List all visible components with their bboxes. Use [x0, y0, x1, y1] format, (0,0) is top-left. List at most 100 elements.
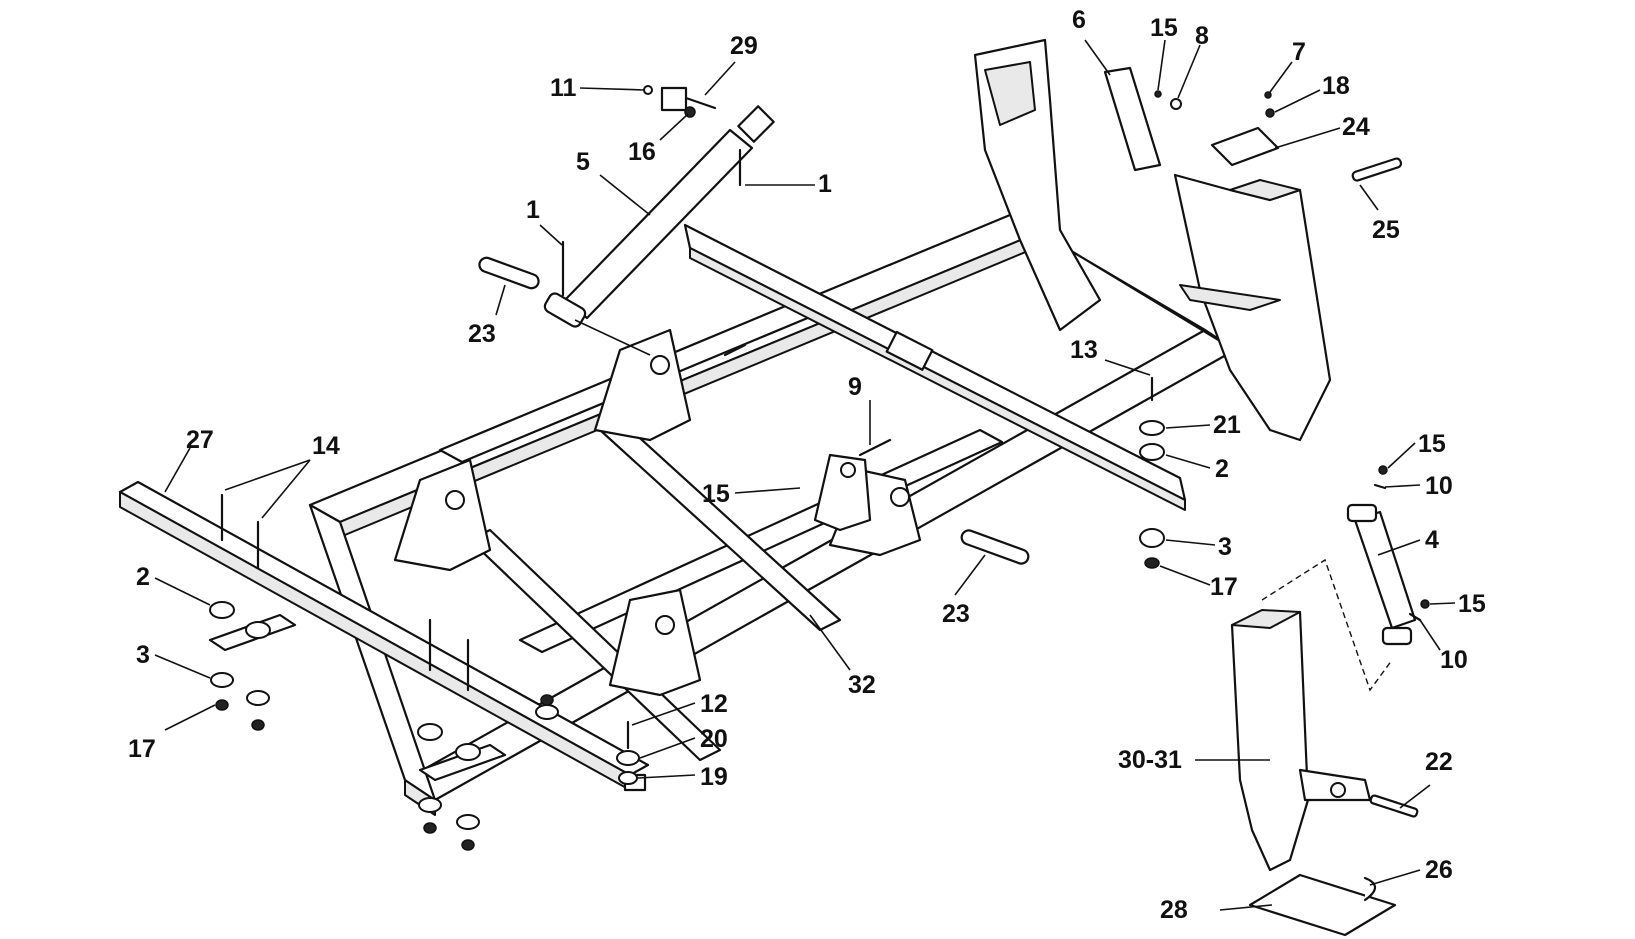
main-frame — [308, 38, 1332, 816]
callout-19: 19 — [700, 763, 728, 791]
callout-6: 6 — [1072, 6, 1086, 34]
stand-hole — [1330, 782, 1346, 798]
callout-1-right: 1 — [818, 170, 832, 198]
nut-17-left — [215, 699, 229, 711]
callout-17-right: 17 — [1210, 573, 1238, 601]
callout-17-left: 17 — [128, 735, 156, 763]
callout-23-left: 23 — [468, 320, 496, 348]
lift-bracket-3 — [608, 588, 702, 697]
bracket-hole-4 — [890, 487, 910, 507]
callout-3-right: 3 — [1218, 533, 1232, 561]
leader-3-right — [1165, 539, 1216, 546]
cylinder-4-top-eye — [1346, 503, 1378, 523]
leader-10-lower — [1419, 619, 1441, 651]
leader-7 — [1269, 61, 1293, 93]
leader-4 — [1377, 539, 1421, 556]
bolt-9 — [858, 438, 892, 457]
callout-15-mid: 15 — [702, 480, 730, 508]
washer-15-top — [1154, 90, 1162, 98]
leader-29 — [704, 61, 736, 96]
callout-7: 7 — [1292, 38, 1306, 66]
leader-25 — [1359, 184, 1379, 211]
leader-22 — [1399, 784, 1431, 809]
lift-cylinder-group — [543, 85, 775, 356]
callout-26: 26 — [1425, 856, 1453, 884]
leader-2-left — [154, 577, 211, 606]
callout-27: 27 — [186, 426, 214, 454]
leader-15-stand-bottom — [1429, 602, 1456, 605]
callout-2-right: 2 — [1215, 455, 1229, 483]
stand-top — [1231, 609, 1301, 629]
callout-29: 29 — [730, 32, 758, 60]
nut-right-c — [423, 822, 437, 834]
bolt-8 — [1170, 98, 1182, 110]
leader-21 — [1165, 424, 1211, 429]
cylinder-4-bottom-eye — [1381, 626, 1413, 646]
cross-member-2 — [518, 428, 1004, 654]
washer-20 — [616, 750, 640, 766]
leader-cylinder-base — [574, 319, 651, 356]
leader-15-stand-top — [1387, 442, 1416, 469]
leader-12 — [631, 702, 696, 726]
nut-17-right — [1144, 557, 1160, 569]
nut-right-d — [461, 839, 475, 851]
bushing-left-b — [245, 621, 271, 639]
bushing-right-b — [455, 743, 481, 761]
rear-crossbar — [1179, 284, 1281, 311]
callout-15-stand-bottom: 15 — [1458, 590, 1486, 618]
leader-10-upper — [1384, 484, 1421, 488]
leader-17-left — [164, 704, 216, 731]
callout-15-stand-top: 15 — [1418, 430, 1446, 458]
callout-24: 24 — [1342, 113, 1370, 141]
leader-28 — [1219, 904, 1273, 911]
washer-15-upper — [1378, 465, 1388, 475]
nut-left-c — [251, 719, 265, 731]
stand-assembly — [1230, 465, 1430, 937]
plate-29 — [660, 86, 688, 112]
cylinder-rod-eye — [737, 105, 775, 143]
cylinder-4 — [1353, 510, 1417, 630]
pin-23-right — [960, 529, 1030, 565]
washer-21 — [1139, 420, 1165, 436]
leader-5 — [599, 174, 651, 216]
rear-upright-right-top — [1229, 179, 1301, 201]
callout-5: 5 — [576, 148, 590, 176]
leader-14b — [261, 459, 311, 519]
bushing-3-left — [210, 672, 234, 688]
callout-3-left: 3 — [136, 641, 150, 669]
callout-2-left: 2 — [136, 563, 150, 591]
callout-25: 25 — [1372, 216, 1400, 244]
bolt-upper-bracket — [723, 343, 747, 357]
bushing-3-right — [1139, 528, 1165, 548]
leader-20 — [639, 737, 696, 759]
leader-6 — [1084, 39, 1111, 76]
washer-15-lower — [1420, 599, 1430, 609]
bolt-11 — [643, 85, 653, 95]
lift-cylinder-5 — [563, 128, 754, 320]
leader-11 — [579, 87, 646, 91]
callout-4: 4 — [1425, 526, 1439, 554]
leader-24 — [1274, 127, 1341, 149]
bushing-right-c — [418, 797, 442, 813]
center-bracket — [813, 453, 872, 532]
callout-12: 12 — [700, 690, 728, 718]
callout-9: 9 — [848, 373, 862, 401]
callout-30-31: 30-31 — [1118, 746, 1182, 774]
leader-lines — [154, 39, 1456, 911]
callout-11: 11 — [550, 74, 577, 102]
cylinder-base-eye — [543, 292, 587, 328]
nut-mid — [540, 694, 554, 706]
clip-26 — [1363, 876, 1377, 902]
callout-28: 28 — [1160, 896, 1188, 924]
leader-1-left — [539, 224, 563, 246]
leader-23-left — [495, 284, 506, 316]
callout-22: 22 — [1425, 748, 1453, 776]
top-beam-side — [689, 247, 1186, 511]
callout-10-upper: 10 — [1425, 472, 1453, 500]
bushing-2-left — [209, 601, 235, 619]
foot-plate-28 — [1248, 873, 1397, 937]
stand-30-31 — [1230, 610, 1310, 872]
dashed-guide — [1261, 558, 1393, 692]
plate-6 — [1103, 66, 1162, 172]
